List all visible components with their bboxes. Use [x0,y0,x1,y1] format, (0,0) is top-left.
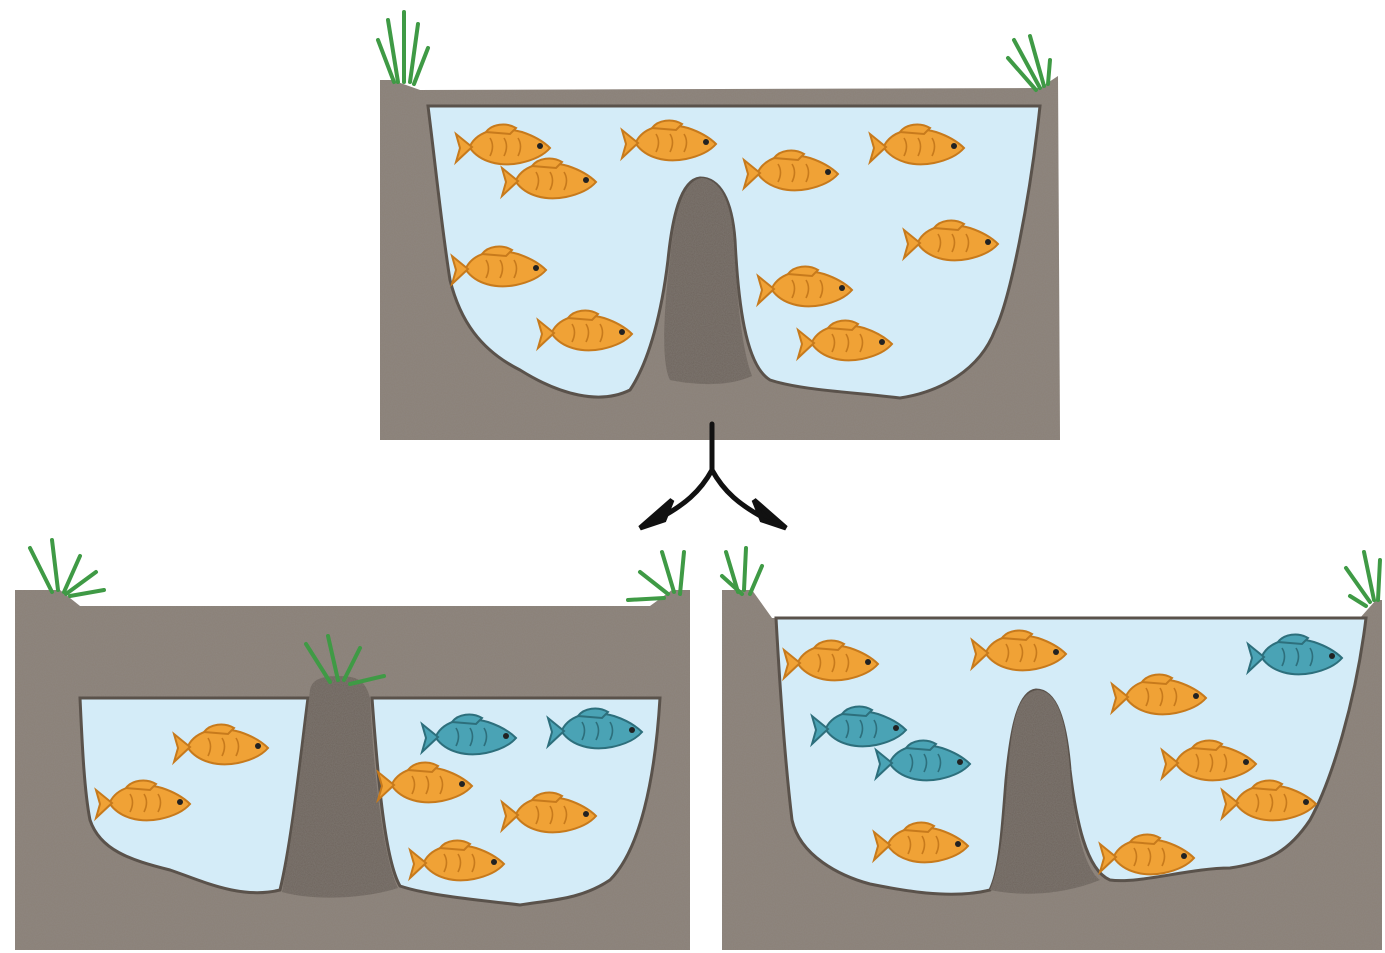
grass-tuft [1008,36,1050,90]
grass-tuft [378,12,428,84]
arrow-right-head [754,500,786,528]
arrow-left-head [640,500,672,528]
grass-tuft [628,552,684,600]
grass-tuft [30,540,104,596]
panel-separated-lakes [15,540,690,950]
panel-original-lake [378,12,1060,440]
panel-reconnected-lake [722,548,1382,950]
grass-tuft [1346,552,1380,606]
grass-tuft [722,548,762,594]
